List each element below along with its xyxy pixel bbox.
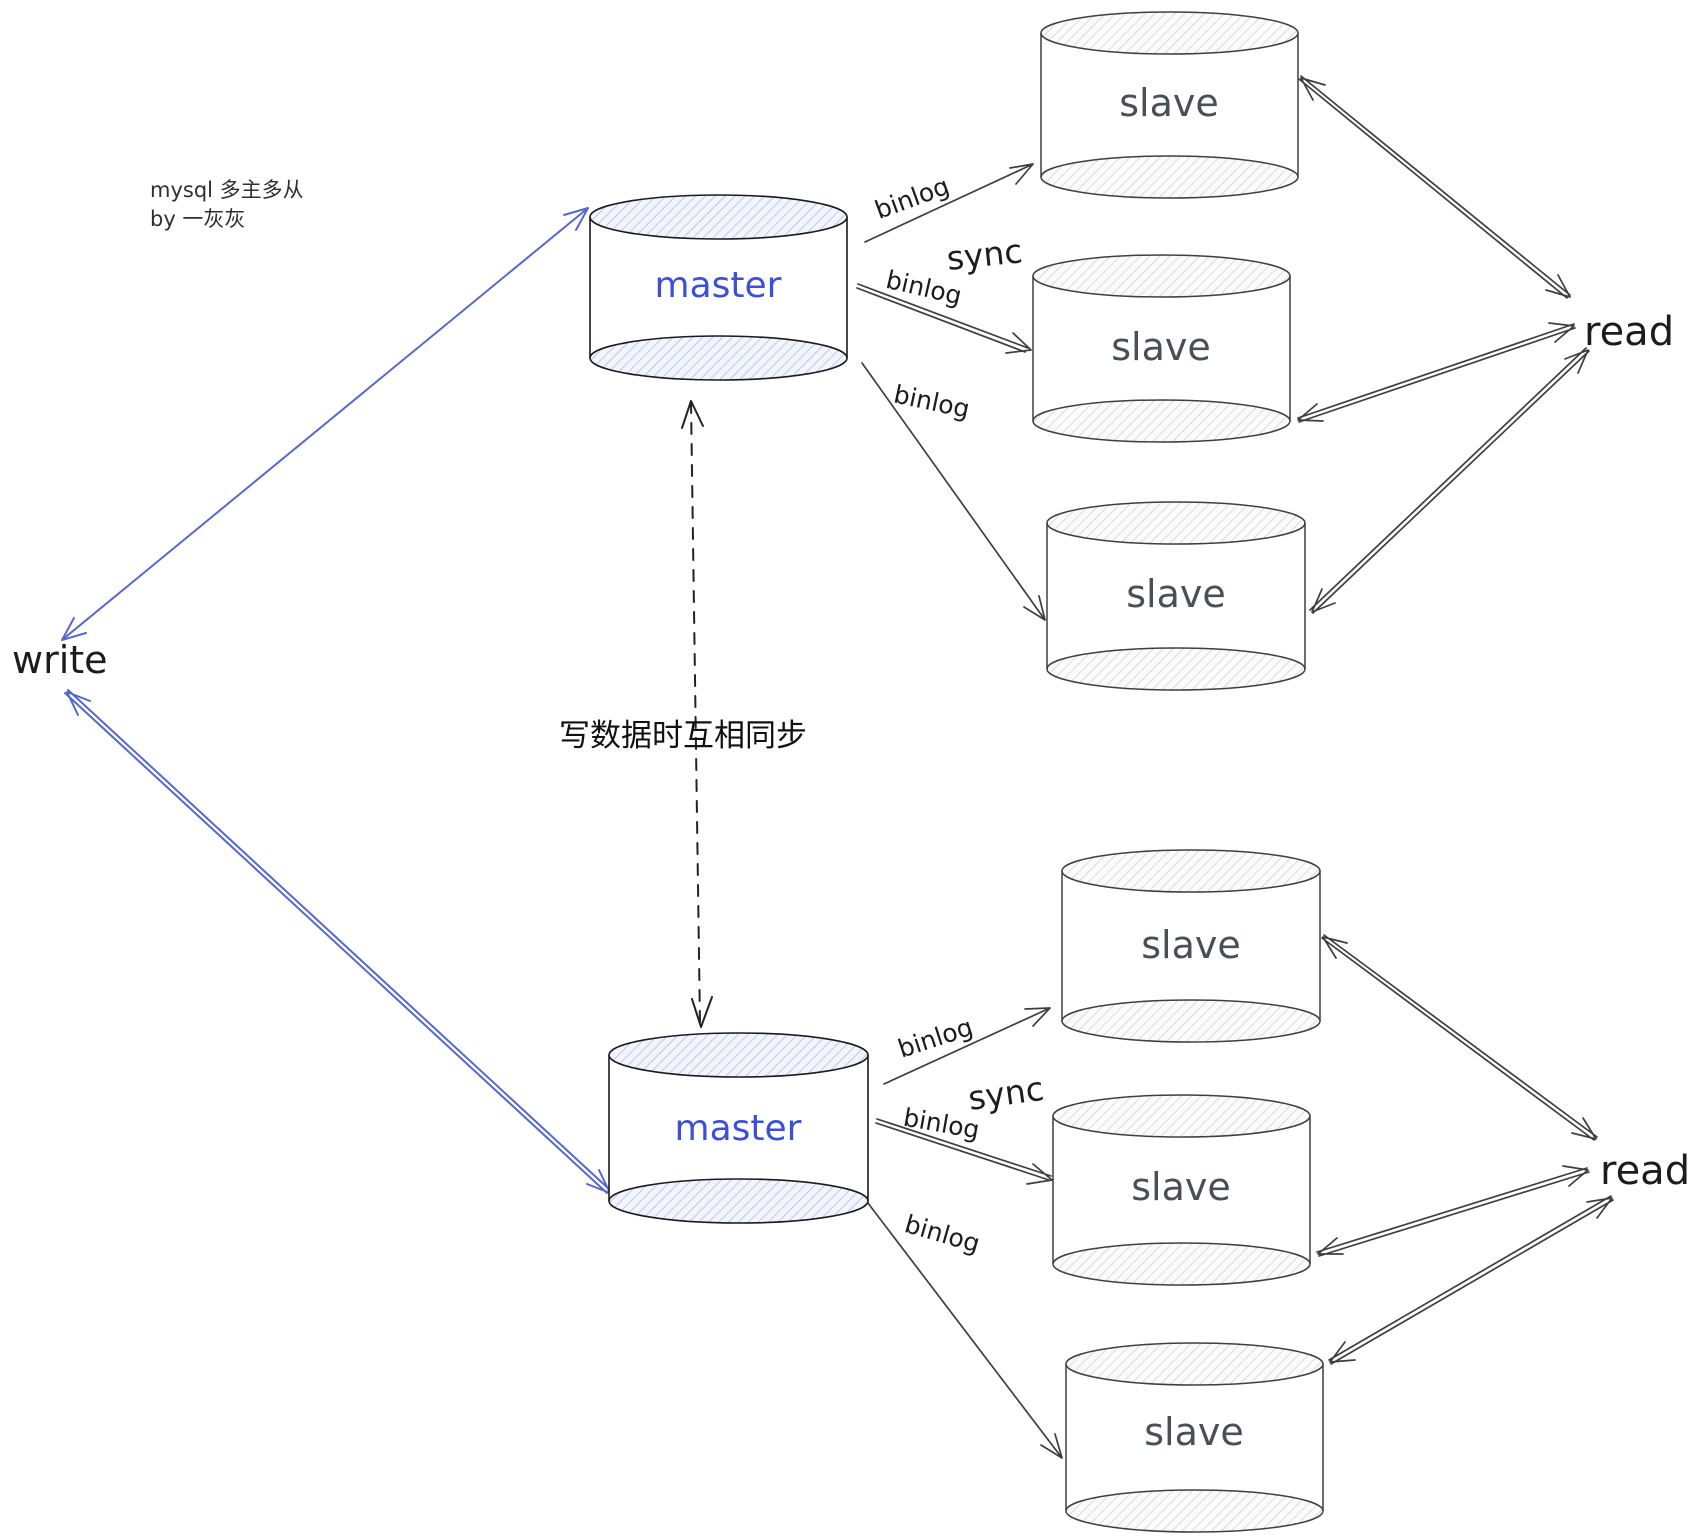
cylinder-master-top: master [589,194,848,381]
arrow-mastertop-slave2 [856,283,1032,354]
slave4-sides [1061,871,1321,1021]
cylinder-slave-4: slave [1061,849,1321,1043]
title-line2: by 一灰灰 [150,207,245,231]
master-top-bottom-ellipse [589,335,848,381]
arrow-slave6-readbottom [1328,1195,1614,1365]
master-bottom-label: master [675,1108,802,1149]
master-top-body [590,195,847,380]
read-bottom-label: read [1600,1148,1690,1194]
cylinder-slave-2: slave [1032,254,1291,443]
read-top-label: read [1584,309,1674,355]
slave2-label: slave [1111,325,1211,369]
slave5-sides [1052,1116,1311,1264]
sync-bottom-label: sync [966,1069,1046,1118]
slave5-top-ellipse [1052,1094,1311,1138]
arrow-mastertop-slave1 [864,163,1034,243]
slave5-bottom-ellipse [1052,1242,1311,1286]
slave2-sides [1032,276,1291,421]
slave1-body [1041,12,1298,199]
slave1-sides [1040,33,1299,177]
slave4-top-ellipse [1061,849,1321,893]
slave4-label: slave [1141,923,1241,967]
write-label: write [12,638,108,682]
arrow-slave5-readbottom [1316,1165,1590,1257]
sync-top-label: sync [945,231,1024,278]
cylinder-slave-6: slave [1065,1342,1324,1533]
master-bottom-top-ellipse [608,1032,869,1078]
masters-sync-note: 写数据时互相同步 [559,718,807,753]
dashed-line [690,401,701,1025]
binlog-label-4: binlog [894,1012,976,1063]
master-bottom-body [609,1033,868,1223]
master-top-sides [589,217,848,358]
master-bottom-sides [608,1055,869,1201]
slave6-bottom-ellipse [1065,1489,1324,1533]
slave3-bottom-ellipse [1046,647,1306,691]
slave2-top-ellipse [1032,254,1291,298]
cylinder-master-bottom: master [608,1032,869,1224]
masters-sync-dashed-arrow [681,400,713,1028]
dark-arrows [822,75,1614,1459]
slave6-top-ellipse [1065,1342,1324,1386]
master-top-label: master [655,265,782,306]
slave5-body [1053,1095,1310,1285]
arrow-mastertop-slave3 [861,362,1046,621]
title-line1: mysql 多主多从 [150,178,304,202]
arrow-masterbottom-slave4 [883,1007,1051,1085]
slave2-body [1033,255,1290,442]
arrow-slave1-readtop [1298,75,1571,299]
dashed-arrowhead-up [681,400,704,429]
binlog-label-6: binlog [901,1209,983,1258]
binlog-label-1: binlog [871,171,953,225]
slave6-body [1066,1343,1323,1533]
slave4-body [1062,850,1320,1042]
slave3-sides [1046,523,1306,669]
cylinder-slave-5: slave [1052,1094,1311,1286]
slave1-label: slave [1119,81,1219,125]
slave6-label: slave [1144,1410,1244,1454]
slave2-bottom-ellipse [1032,399,1291,443]
slave3-label: slave [1126,572,1226,616]
slave6-sides [1065,1364,1324,1511]
dashed-arrowhead-down [691,996,713,1028]
arrow-slave2-readtop [1297,322,1576,423]
slave3-top-ellipse [1046,501,1306,545]
arrow-slave4-readbottom [1321,934,1598,1141]
slave4-bottom-ellipse [1061,999,1321,1043]
blue-arrows [61,207,611,1194]
slave3-body [1047,502,1305,690]
master-bottom-bottom-ellipse [608,1178,869,1224]
slave5-label: slave [1131,1165,1231,1209]
title-block: mysql 多主多从 by 一灰灰 [150,178,304,231]
master-top-top-ellipse [589,194,848,240]
arrow-masterbottom-slave5 [875,1118,1053,1185]
arrow-write-mastertop [61,207,589,641]
binlog-label-3: binlog [891,380,972,424]
cylinder-slave-3: slave [1046,501,1306,691]
arrow-slave3-readtop [1309,347,1590,614]
cylinder-slave-1: slave [1040,11,1299,199]
slave1-bottom-ellipse [1040,155,1299,199]
arrow-write-masterbottom [64,689,611,1194]
slave1-top-ellipse [1040,11,1299,55]
